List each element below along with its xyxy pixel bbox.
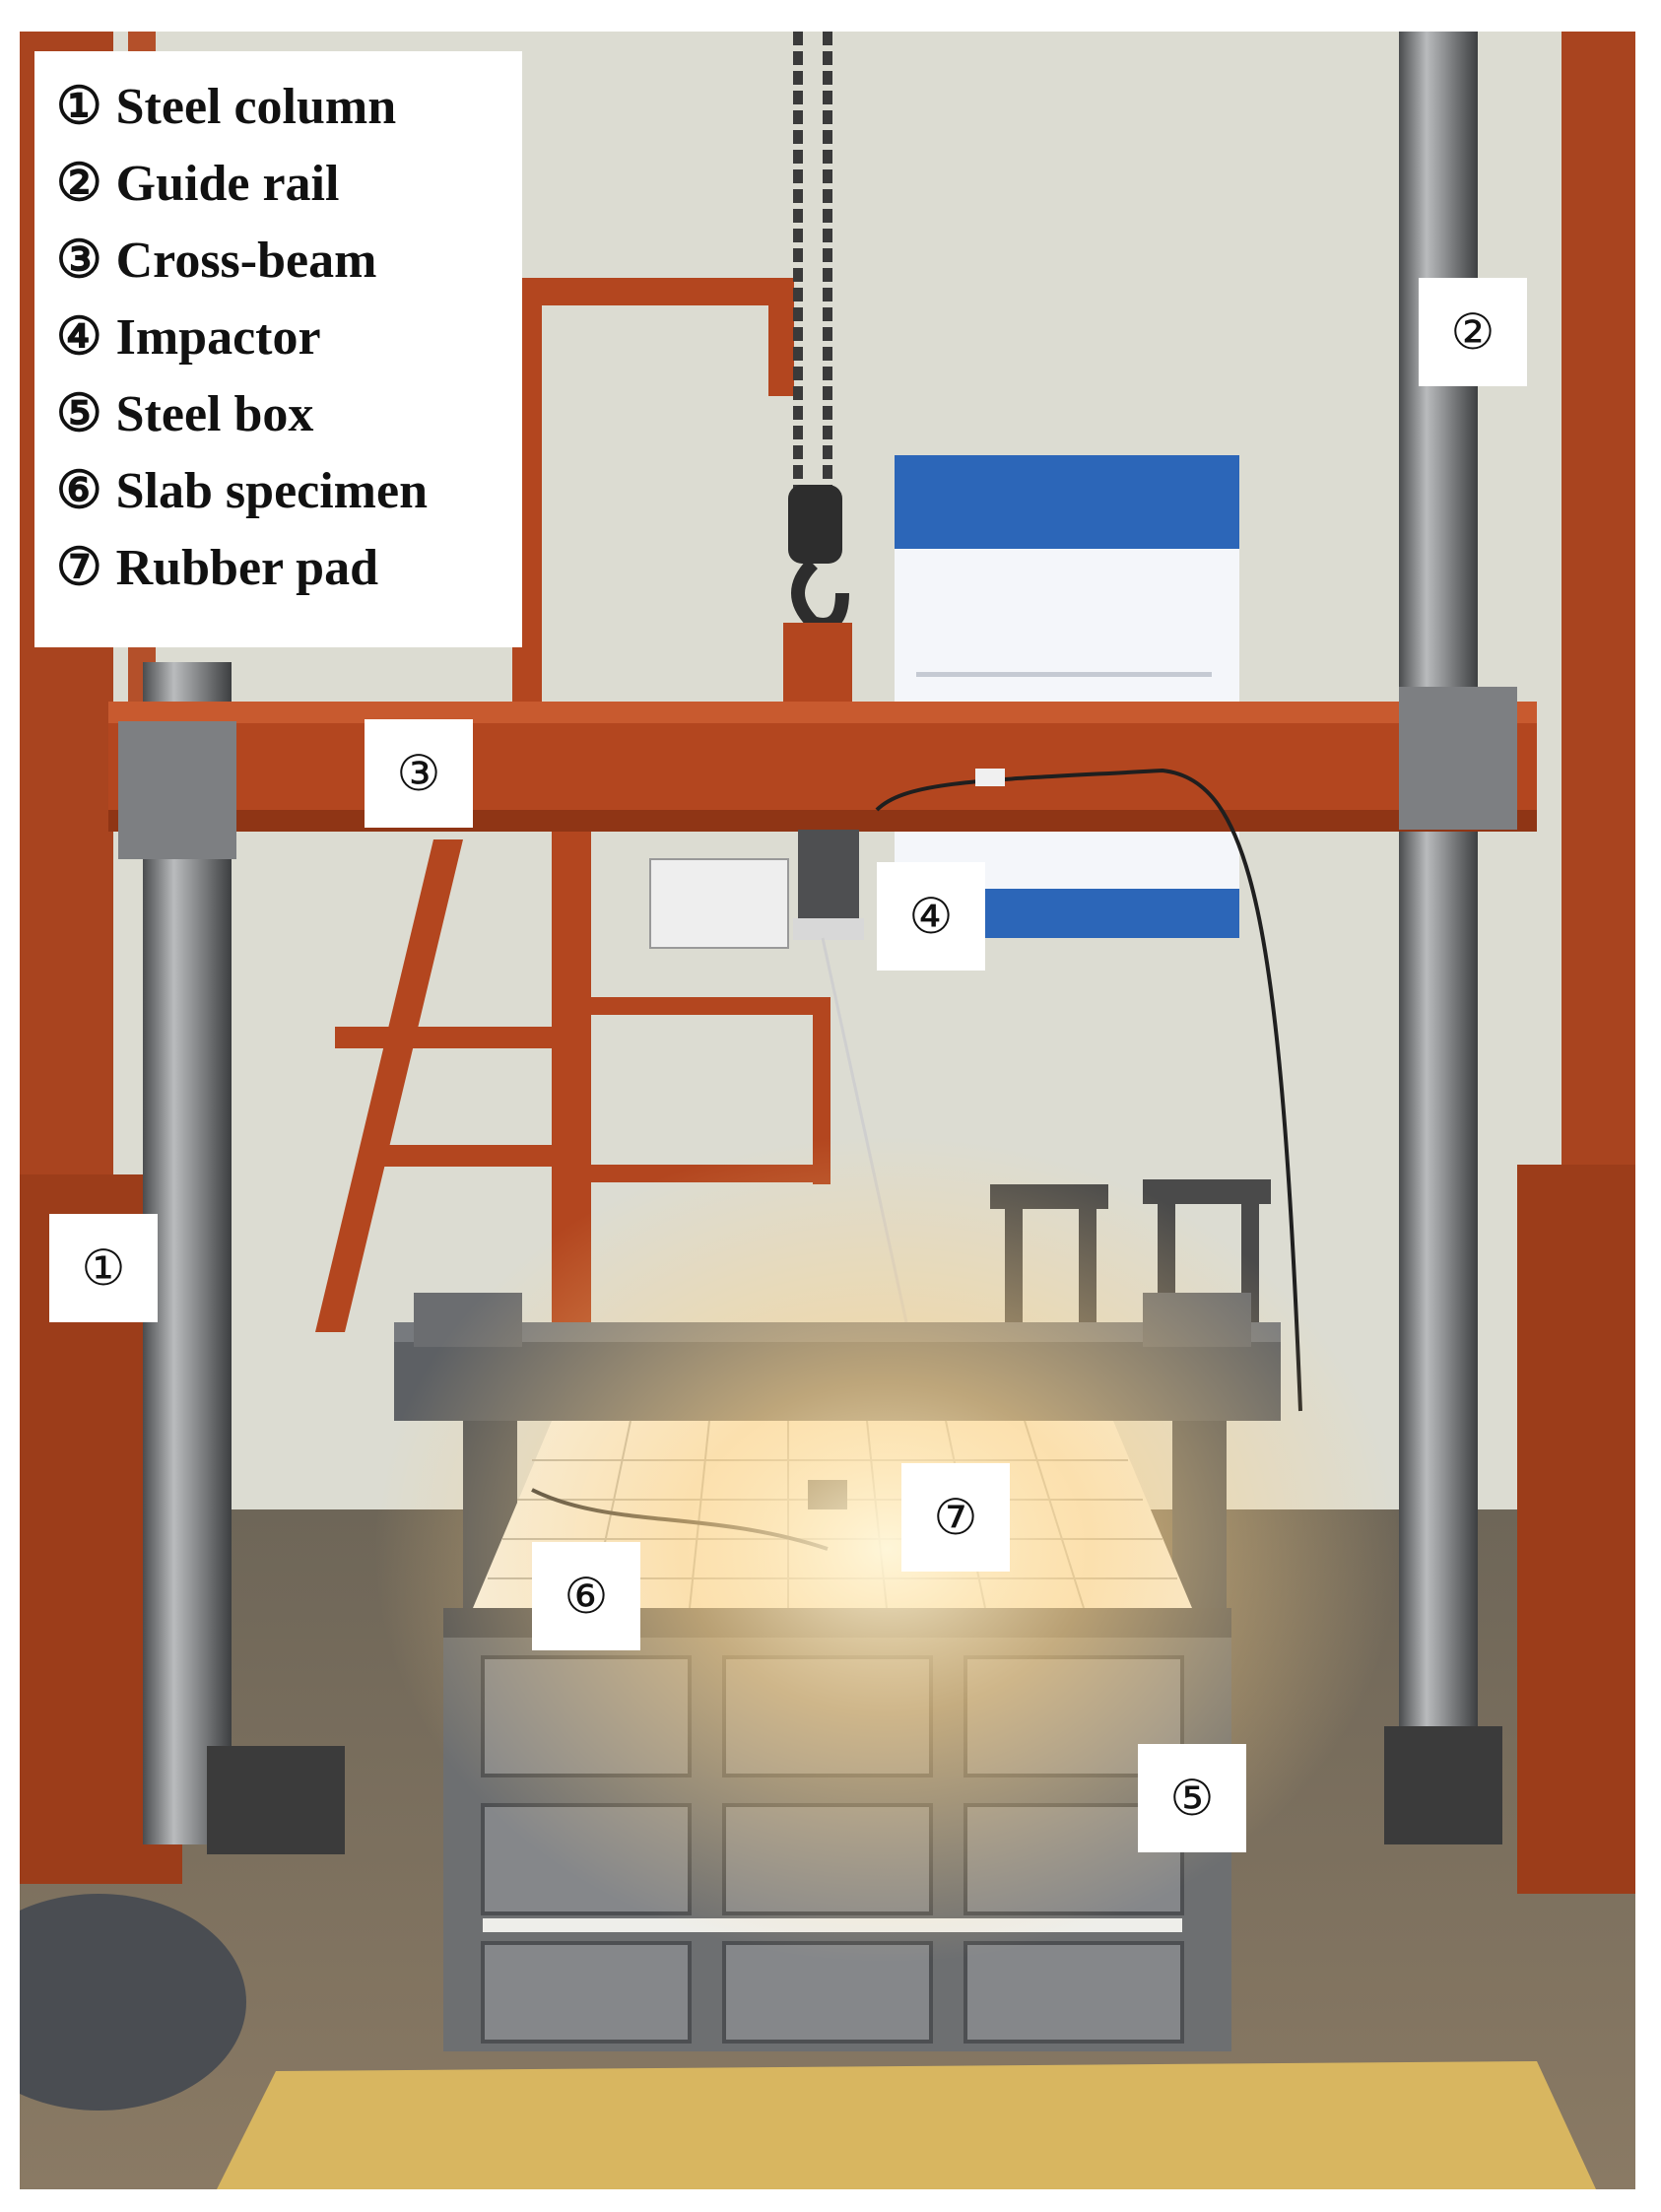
tag-slab-specimen: ⑥ (532, 1542, 640, 1650)
tag-cross-beam: ③ (365, 719, 473, 828)
legend-number: ④ (56, 309, 102, 366)
legend-label: Slab specimen (115, 463, 428, 519)
legend-number: ① (56, 79, 102, 135)
legend-number: ② (56, 156, 102, 212)
legend-number: ③ (56, 233, 102, 289)
legend-number: ⑤ (56, 386, 102, 442)
tag-impactor: ④ (877, 862, 985, 971)
legend-number: ⑦ (56, 540, 102, 596)
legend-label: Guide rail (115, 156, 340, 212)
legend-number: ⑥ (56, 463, 102, 519)
legend-label: Impactor (115, 309, 321, 366)
legend-label: Cross-beam (115, 233, 377, 289)
legend-label: Rubber pad (115, 540, 378, 596)
tag-steel-column: ① (49, 1214, 158, 1322)
legend-label: Steel column (115, 79, 397, 135)
tag-rubber-pad: ⑦ (901, 1463, 1010, 1572)
tag-guide-rail: ② (1419, 278, 1527, 386)
tag-steel-box: ⑤ (1138, 1744, 1246, 1852)
legend-label: Steel box (115, 386, 314, 442)
drop-weight-test-rig-photo (20, 32, 1635, 2189)
